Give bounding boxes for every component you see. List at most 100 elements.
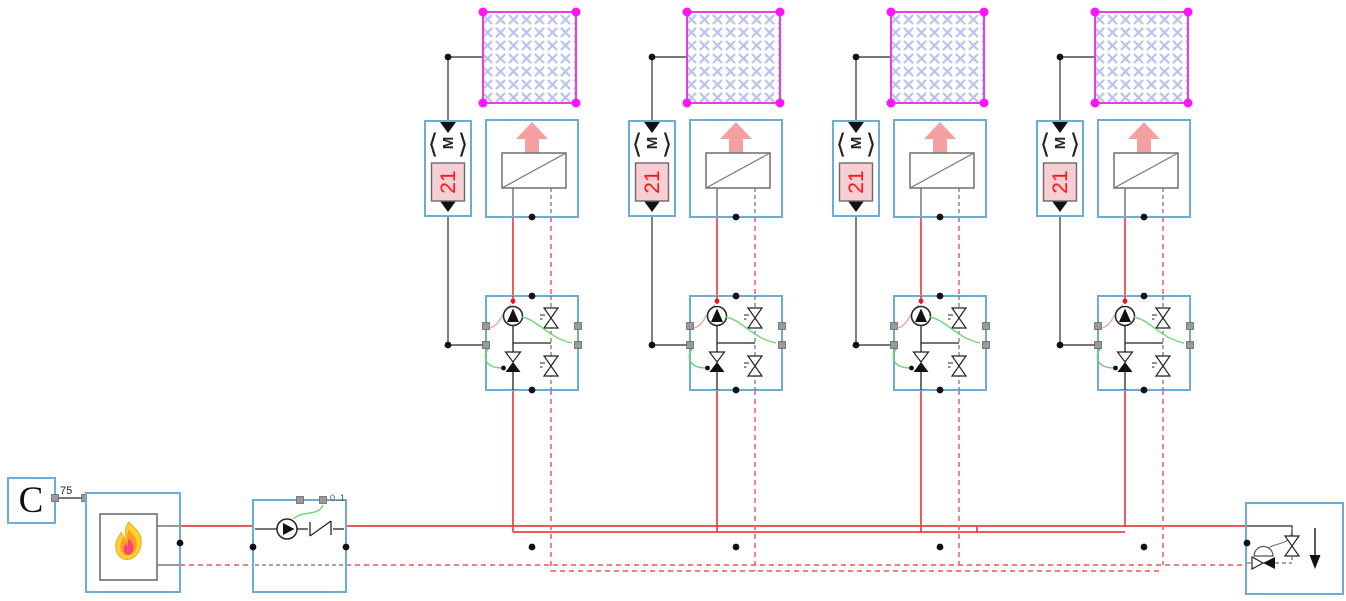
room-corner-handle[interactable] [1183,7,1193,17]
room-corner-handle[interactable] [979,98,989,108]
branches-layer: ⟨M⟩21⟨M⟩21⟨M⟩21⟨M⟩21 [424,7,1194,571]
control-port [1186,341,1194,349]
balancing-valve-icon [744,355,764,377]
room-model-3[interactable] [886,7,989,108]
control-port [982,322,990,330]
control-port [890,322,898,330]
room-corner-handle[interactable] [478,98,488,108]
room-hatch-area [482,11,577,104]
room-temperature-controller-1[interactable]: ⟨M⟩21 [424,120,472,217]
room-hatch-area [890,11,985,104]
pump-valve-unit-3[interactable] [890,292,990,394]
motor-glyph: M [848,137,865,150]
input-arrow-icon [644,122,660,133]
room-corner-handle[interactable] [571,7,581,17]
room-corner-handle[interactable] [571,98,581,108]
control-valve-icon [912,351,930,372]
pump-icon [706,305,728,327]
setpoint-value-label: 75 [60,485,72,497]
junction-dot [852,341,860,349]
heating-branch-4: ⟨M⟩21 [1036,7,1194,565]
node-dot [1243,539,1251,547]
radiator-4[interactable] [1097,119,1191,221]
junction-dot [648,341,656,349]
motor-glyph: M [1052,137,1069,150]
room-temperature-controller-3[interactable]: ⟨M⟩ 21 [832,120,880,217]
main-pump-unit[interactable]: 0..1 [249,493,350,593]
junction-dot [444,341,452,349]
room-corner-handle[interactable] [886,7,896,17]
radiator-3[interactable] [893,119,987,221]
output-arrow-icon [1052,201,1068,212]
control-port [482,341,490,349]
room-corner-handle[interactable] [682,7,692,17]
bypass-valve-unit[interactable] [1243,502,1344,595]
control-port [482,322,490,330]
balancing-valve-icon [744,307,764,329]
heat-arrow-icon [720,122,752,139]
control-wire [521,316,573,344]
control-port [1094,322,1102,330]
node-dot [528,386,536,394]
room-corner-handle[interactable] [478,7,488,17]
node-dot [528,543,536,551]
node-dot [732,292,740,300]
pump-icon [1114,305,1136,327]
bracket-glyph: ⟨ [836,129,847,159]
node-dot [936,386,944,394]
node-dot [528,292,536,300]
control-port [778,341,786,349]
control-valve-icon [708,351,726,372]
room-corner-handle[interactable] [1090,98,1100,108]
room-corner-handle[interactable] [979,7,989,17]
node-dot [936,213,944,221]
actuator-dome-icon [1253,545,1274,557]
room-corner-handle[interactable] [775,98,785,108]
node-dot [1140,386,1148,394]
control-wire [929,316,981,344]
pump-icon [502,305,524,327]
radiator-1[interactable] [485,119,579,221]
heating-branch-1: ⟨M⟩21 [424,7,582,571]
setpoint-constant-block[interactable]: C [7,477,56,524]
input-arrow-icon [440,122,456,133]
pump-valve-unit-1[interactable] [482,292,582,394]
radiator-2[interactable] [689,119,783,221]
balancing-valve-icon [948,307,968,329]
room-corner-handle[interactable] [1183,98,1193,108]
control-port [296,496,304,504]
setpoint-value: 21 [845,170,868,193]
balancing-valve-icon [1152,355,1172,377]
room-model-1[interactable] [478,7,581,108]
boiler[interactable] [85,492,184,593]
control-port [574,341,582,349]
room-temperature-controller-4[interactable]: ⟨M⟩21 [1036,120,1084,217]
bracket-glyph: ⟩ [662,129,673,159]
control-port [1186,322,1194,330]
room-model-2[interactable] [682,7,785,108]
room-corner-handle[interactable] [682,98,692,108]
bracket-glyph: ⟩ [1070,129,1081,159]
pump-valve-unit-4[interactable] [1094,292,1194,394]
node-dot [528,213,536,221]
room-hatch-area [686,11,781,104]
control-wire [892,347,911,369]
node-dot [1140,292,1148,300]
heating-branch-3: ⟨M⟩ 21 [832,7,990,571]
room-corner-handle[interactable] [886,98,896,108]
output-arrow-icon [644,201,660,212]
heating-branch-2: ⟨M⟩21 [628,7,786,571]
pump-valve-unit-2[interactable] [686,292,786,394]
node-dot [1140,213,1148,221]
bracket-glyph: ⟩ [866,129,877,159]
room-corner-handle[interactable] [775,7,785,17]
control-wire [1096,347,1115,369]
room-corner-handle[interactable] [1090,7,1100,17]
setpoint-display [634,162,670,202]
bracket-glyph: ⟩ [458,129,469,159]
room-temperature-controller-2[interactable]: ⟨M⟩21 [628,120,676,217]
node-dot [1140,543,1148,551]
room-model-4[interactable] [1090,7,1193,108]
